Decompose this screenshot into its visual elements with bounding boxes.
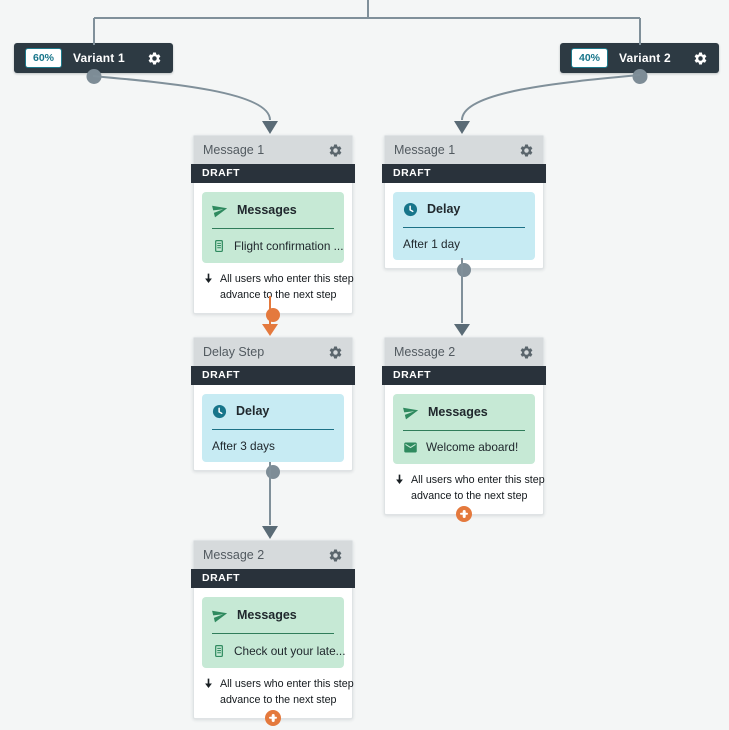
block-detail-text: Welcome aboard! — [426, 440, 519, 454]
messages-block[interactable]: Messages Welcome aboard! — [393, 393, 535, 464]
paper-plane-icon — [210, 200, 229, 219]
card-header: Message 2 — [385, 338, 543, 366]
down-arrow-icon — [202, 272, 215, 304]
variant-percent-badge[interactable]: 40% — [571, 47, 609, 69]
add-step-button[interactable] — [456, 505, 472, 522]
card-title: Message 1 — [394, 143, 456, 157]
block-heading: Messages — [428, 404, 488, 419]
status-badge: DRAFT — [191, 164, 355, 183]
card-header: Message 1 — [385, 136, 543, 164]
connector-port[interactable] — [457, 262, 471, 277]
gear-icon[interactable] — [147, 51, 162, 66]
status-badge: DRAFT — [191, 366, 355, 385]
block-heading: Messages — [237, 607, 297, 622]
down-arrow-icon — [202, 677, 215, 709]
variant-name: Variant 2 — [619, 51, 671, 65]
advance-note: All users who enter this step advance to… — [202, 676, 354, 709]
status-badge: DRAFT — [382, 366, 546, 385]
connector-port[interactable] — [266, 307, 280, 322]
card-header: Message 1 — [194, 136, 352, 164]
advance-note: All users who enter this step advance to… — [393, 472, 545, 505]
envelope-icon — [403, 440, 418, 455]
divider — [212, 227, 334, 229]
step-card-message-2-left[interactable]: Message 2 DRAFT Messages Check out your … — [191, 540, 355, 726]
gear-icon[interactable] — [519, 143, 534, 158]
divider — [403, 429, 525, 431]
variant-percent-badge[interactable]: 60% — [25, 47, 63, 69]
connector-port[interactable] — [632, 69, 647, 84]
gear-icon[interactable] — [328, 143, 343, 158]
block-detail-text: Flight confirmation ... — [234, 238, 344, 253]
step-card-message-1-right[interactable]: Message 1 DRAFT Delay After 1 day — [382, 135, 546, 277]
delay-block[interactable]: Delay After 3 days — [202, 393, 344, 462]
status-badge: DRAFT — [382, 164, 546, 183]
connector-port[interactable] — [266, 464, 280, 479]
messages-block[interactable]: Messages Check out your late... — [202, 596, 346, 668]
block-detail-text: After 3 days — [212, 438, 275, 453]
delay-block[interactable]: Delay After 1 day — [393, 191, 535, 260]
advance-note: All users who enter this step advance to… — [202, 271, 354, 304]
block-detail-text: After 1 day — [403, 236, 461, 251]
card-header: Delay Step — [194, 338, 352, 366]
divider — [212, 428, 334, 430]
card-title: Message 2 — [394, 345, 456, 359]
variant-name: Variant 1 — [73, 51, 125, 65]
connector-curve-variant1 — [92, 75, 271, 121]
variant-2-node[interactable]: 40% Variant 2 — [560, 43, 719, 84]
step-card-delay-step[interactable]: Delay Step DRAFT Delay After 3 days — [191, 337, 355, 479]
status-badge: DRAFT — [191, 569, 355, 588]
card-header: Message 2 — [194, 541, 352, 569]
content-card-icon — [212, 643, 226, 659]
content-card-icon — [212, 238, 226, 254]
block-heading: Messages — [237, 202, 297, 217]
messages-block[interactable]: Messages Flight confirmation ... — [202, 191, 344, 263]
card-title: Delay Step — [203, 345, 265, 359]
block-heading: Delay — [236, 404, 270, 418]
connector-arrowhead — [454, 121, 470, 134]
card-title: Message 1 — [203, 143, 265, 157]
advance-note-line1: All users who enter this step — [220, 272, 354, 285]
step-card-message-1-left[interactable]: Message 1 DRAFT Messages Flight confirma… — [191, 135, 355, 322]
advance-note-line1: All users who enter this step — [220, 677, 354, 690]
connector-arrowhead — [454, 324, 470, 336]
connector-arrowhead-orange — [262, 324, 278, 336]
clock-icon — [403, 202, 418, 217]
advance-note-line2: advance to the next step — [411, 490, 528, 503]
connector-arrowhead — [262, 121, 278, 134]
divider — [212, 632, 334, 634]
paper-plane-icon — [401, 402, 420, 421]
gear-icon[interactable] — [328, 345, 343, 360]
block-heading: Delay — [427, 202, 461, 216]
advance-note-line2: advance to the next step — [220, 694, 337, 707]
gear-icon[interactable] — [519, 345, 534, 360]
gear-icon[interactable] — [328, 548, 343, 563]
card-title: Message 2 — [203, 548, 265, 562]
step-card-message-2-right[interactable]: Message 2 DRAFT Messages Welcome aboard! — [382, 337, 546, 522]
connector-port[interactable] — [86, 69, 101, 84]
paper-plane-icon — [210, 605, 229, 624]
block-detail-text: Check out your late... — [234, 643, 346, 658]
clock-icon — [212, 404, 227, 419]
connector-arrowhead — [262, 526, 278, 539]
down-arrow-icon — [393, 473, 406, 505]
add-step-button[interactable] — [265, 709, 281, 726]
advance-note-line2: advance to the next step — [220, 289, 337, 302]
advance-note-line1: All users who enter this step — [411, 473, 545, 486]
connector-curve-variant2 — [461, 74, 641, 121]
variant-1-node[interactable]: 60% Variant 1 — [14, 43, 173, 84]
divider — [403, 226, 525, 228]
gear-icon[interactable] — [693, 51, 708, 66]
